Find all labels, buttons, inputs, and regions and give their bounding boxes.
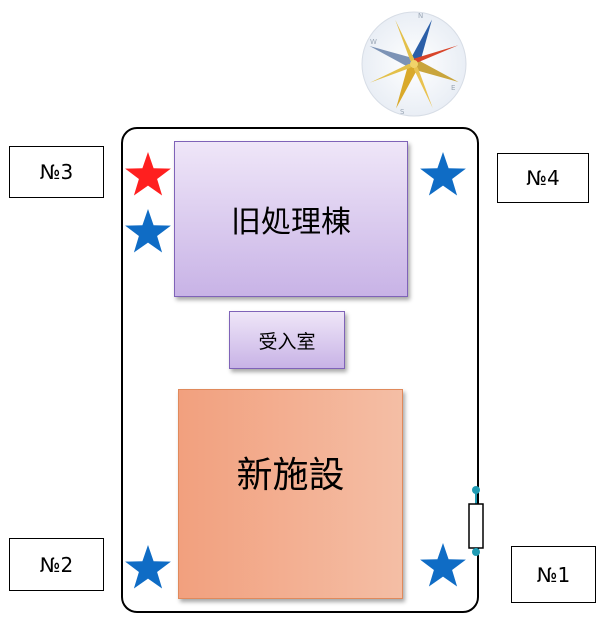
reception-room-label: 受入室 <box>258 330 316 353</box>
star-red-icon <box>125 152 171 196</box>
point-label-2-text: №2 <box>39 552 74 577</box>
reception-room: 受入室 <box>229 311 345 369</box>
star-blue-icon <box>420 543 466 587</box>
point-label-1-text: №1 <box>536 562 571 587</box>
point-label-3: №3 <box>9 146 104 198</box>
svg-text:W: W <box>370 38 377 46</box>
old-building-label: 旧処理棟 <box>231 205 351 240</box>
point-label-4-text: №4 <box>526 166 560 190</box>
new-facility: 新施設 <box>178 389 403 599</box>
new-facility-label: 新施設 <box>236 455 345 496</box>
point-label-2: №2 <box>9 538 104 591</box>
svg-text:N: N <box>418 12 423 20</box>
star-blue-icon <box>125 545 171 589</box>
svg-text:E: E <box>451 84 455 92</box>
point-label-1: №1 <box>511 546 596 603</box>
star-blue-icon <box>420 152 466 196</box>
point-label-4: №4 <box>497 153 589 203</box>
compass-rose-icon: W E N S <box>361 11 467 117</box>
gate-marker <box>468 486 484 556</box>
point-label-3-text: №3 <box>39 160 74 184</box>
old-processing-building: 旧処理棟 <box>174 141 408 297</box>
star-blue-icon <box>125 209 171 253</box>
svg-text:S: S <box>400 108 405 116</box>
